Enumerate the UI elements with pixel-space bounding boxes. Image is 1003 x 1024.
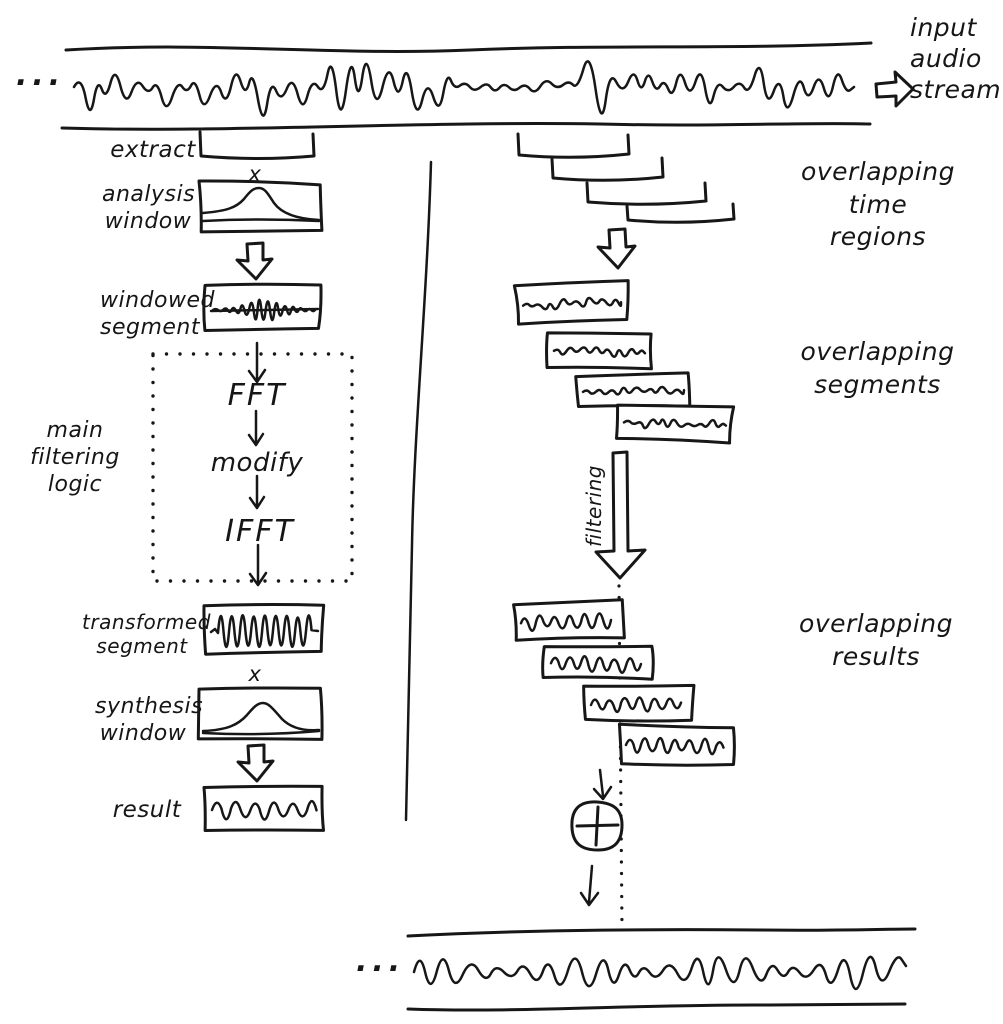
overlapping-segments-label: overlapping segments [800,337,955,399]
down-arrow-icon [596,227,637,270]
right-arrow-icon [874,70,915,108]
band-bottom-line [406,1002,907,1012]
main-filtering-dotted-box [151,352,354,583]
time-region-bracket-4 [625,202,736,224]
down-arrow-icon [235,241,274,281]
result-segment-waveform [589,696,683,714]
result-segment-frame [582,683,696,723]
synthesis-window-box [196,686,324,741]
overlapping-results-label: overlapping results [799,609,953,671]
time-region-bracket-1 [516,132,631,159]
filtering-long-arrow [594,450,647,580]
result-segment-waveform [519,612,613,632]
arrow-to-output [579,864,600,907]
segment-frame [614,403,736,445]
output-waveform [412,955,908,991]
overlapping-segment-3 [574,371,692,408]
arrow-modify-ifft [248,474,266,510]
filtering-label: filtering [582,465,606,547]
ifft-label: IFFT [225,514,295,549]
input-audio-band [60,41,915,131]
modify-label: modify [210,448,304,478]
result-box [202,784,325,832]
result-segment-waveform [549,655,643,675]
arrow-fft-modify [247,409,265,447]
result-waveform [210,799,318,821]
right-flow-strokes [512,132,736,930]
band-top-line [64,41,873,53]
transformed-segment-box [202,603,326,656]
overlapping-time-regions-label: overlapping time regions [801,157,955,251]
transformed-segment-label: transformed segment [82,610,211,659]
extract-bracket [198,130,316,160]
segment-waveform [521,296,623,311]
output-audio-band [406,927,917,1012]
time-region-bracket-3 [585,181,708,206]
input-audio-stream-label: input audio stream [910,13,1002,104]
overlapping-result-1 [512,598,626,642]
input-waveform [72,60,856,117]
output-ellipsis: ... [356,944,406,979]
multiply-sign-1: x [248,162,262,186]
segment-waveform [552,346,647,358]
result-segment-frame [512,598,626,642]
sum-node [570,800,624,852]
band-bottom-line [60,122,872,131]
overlapping-result-2 [541,644,655,681]
segment-frame [512,279,630,326]
left-flow-strokes [151,130,354,832]
overlapping-segment-1 [512,279,630,326]
arrow-into-sum [592,768,613,801]
overlapping-segment-2 [545,331,653,371]
segment-waveform [581,385,686,396]
main-filtering-logic-label: main filtering logic [30,418,120,497]
arrow-into-filtering [247,341,267,384]
result-frame [202,784,325,832]
result-segment-waveform [624,736,725,756]
analysis-window-label: analysis window [102,182,196,234]
analysis-window-box [197,179,324,234]
segment-waveform [622,418,728,430]
column-divider-line [404,160,433,822]
synthesis-window-baseline [201,729,321,736]
input-ellipsis: ... [16,58,66,93]
overlapping-segment-4 [614,403,736,445]
down-arrow-icon [236,743,275,783]
windowed-segment-frame [202,282,323,332]
band-top-line [406,927,917,938]
overlapping-result-4 [617,722,736,767]
overlapping-result-3 [582,683,696,723]
windowed-segment-label: windowed segment [100,288,215,340]
fft-label: FFT [227,378,287,413]
time-region-bracket-2 [550,156,665,182]
result-label: result [112,797,182,823]
transformed-segment-waveform [209,613,320,649]
result-segment-frame [541,644,655,681]
windowed-segment-box [202,282,323,332]
extract-label: extract [110,137,196,163]
sum-plus-icon [575,805,620,847]
multiply-sign-2: x [248,662,262,686]
synthesis-window-label: synthesis window [95,694,204,746]
synthesis-window-curve [201,701,321,733]
arrow-ifft-out [248,543,268,587]
windowed-segment-waveform [211,298,317,322]
analysis-window-baseline [201,218,321,223]
analysis-window-curve [201,186,321,222]
